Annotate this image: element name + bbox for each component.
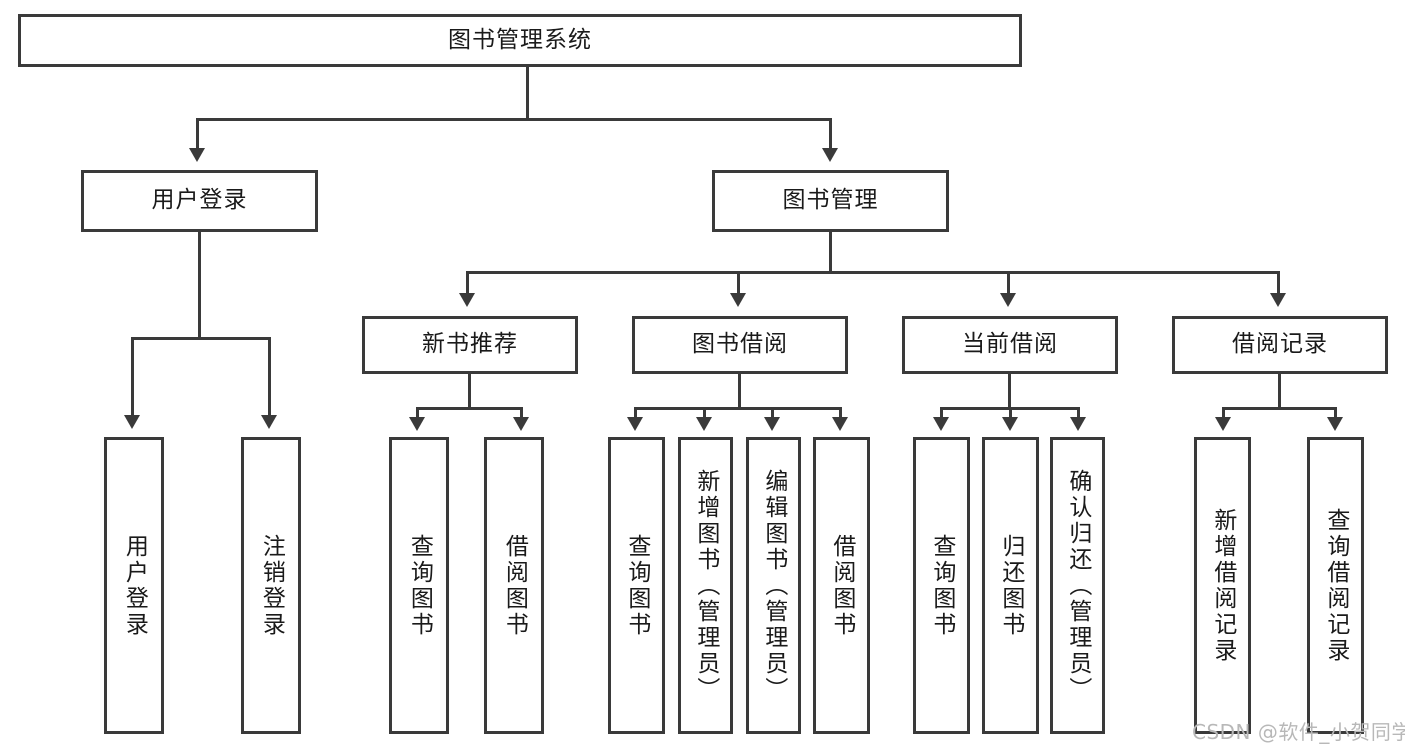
leaf-label: 注销登录 — [258, 533, 285, 638]
arrow-user-login-to-leaf-1 — [124, 415, 140, 429]
edge-user-login-bus — [131, 337, 271, 340]
leaf-current-borrow-return-book[interactable]: 归还图书 — [982, 437, 1039, 734]
edge-bb-to-leaf-1 — [634, 407, 637, 419]
edge-book-management-stem — [829, 232, 832, 274]
edge-root-bus — [196, 118, 832, 121]
edge-new-book-bus — [416, 407, 523, 410]
node-user-login[interactable]: 用户登录 — [81, 170, 318, 232]
arrow-cb-to-leaf-2 — [1002, 417, 1018, 431]
edge-borrow-record-stem — [1278, 374, 1281, 410]
edge-bm-to-current-borrow — [1007, 271, 1010, 295]
arrow-cb-to-leaf-3 — [1070, 417, 1086, 431]
arrow-bm-to-borrow-record — [1270, 293, 1286, 307]
leaf-label: 确认归还（管理员） — [1064, 468, 1091, 703]
leaf-borrow-record-add-record[interactable]: 新增借阅记录 — [1194, 437, 1251, 734]
arrow-root-to-user-login — [189, 148, 205, 162]
leaf-new-book-borrow-book[interactable]: 借阅图书 — [484, 437, 544, 734]
edge-root-to-book-management — [829, 118, 832, 150]
leaf-label: 查询借阅记录 — [1322, 507, 1349, 664]
leaf-new-book-query-book[interactable]: 查询图书 — [389, 437, 449, 734]
node-label: 新书推荐 — [422, 331, 518, 358]
arrow-bb-to-leaf-2 — [696, 417, 712, 431]
leaf-book-borrow-borrow-book[interactable]: 借阅图书 — [813, 437, 870, 734]
edge-user-login-stem — [198, 232, 201, 340]
leaf-label: 新增图书（管理员） — [692, 468, 719, 703]
leaf-label: 用户登录 — [121, 533, 148, 638]
edge-book-borrow-bus — [634, 407, 842, 410]
leaf-label: 归还图书 — [997, 533, 1024, 638]
edge-book-management-bus — [466, 271, 1280, 274]
arrow-bm-to-current-borrow — [1000, 293, 1016, 307]
arrow-bm-to-new-book — [459, 293, 475, 307]
node-current-borrow[interactable]: 当前借阅 — [902, 316, 1118, 374]
edge-user-login-to-leaf-2 — [268, 337, 271, 417]
node-new-book-recommend[interactable]: 新书推荐 — [362, 316, 578, 374]
leaf-label: 借阅图书 — [828, 533, 855, 638]
node-label: 当前借阅 — [962, 331, 1058, 358]
leaf-book-borrow-query-book[interactable]: 查询图书 — [608, 437, 665, 734]
edge-root-to-user-login — [196, 118, 199, 150]
leaf-label: 借阅图书 — [501, 533, 528, 638]
edge-bm-to-borrow-record — [1277, 271, 1280, 295]
edge-root-stem — [526, 67, 529, 120]
leaf-label: 查询图书 — [623, 533, 650, 638]
leaf-label: 新增借阅记录 — [1209, 507, 1236, 664]
arrow-cb-to-leaf-1 — [933, 417, 949, 431]
edge-new-book-to-leaf-2 — [520, 407, 523, 419]
edge-book-borrow-stem — [738, 374, 741, 410]
arrow-new-book-to-leaf-1 — [409, 417, 425, 431]
edge-bb-to-leaf-4 — [839, 407, 842, 419]
edge-bm-to-book-borrow — [737, 271, 740, 295]
arrow-br-to-leaf-2 — [1327, 417, 1343, 431]
leaf-label: 查询图书 — [928, 533, 955, 638]
node-book-management[interactable]: 图书管理 — [712, 170, 949, 232]
edge-bm-to-new-book — [466, 271, 469, 295]
edge-cb-to-leaf-2 — [1009, 407, 1012, 419]
leaf-user-login-logout[interactable]: 注销登录 — [241, 437, 301, 734]
leaf-user-login-login[interactable]: 用户登录 — [104, 437, 164, 734]
arrow-bm-to-book-borrow — [730, 293, 746, 307]
leaf-current-borrow-confirm-return-admin[interactable]: 确认归还（管理员） — [1050, 437, 1105, 734]
node-label: 借阅记录 — [1232, 331, 1328, 358]
edge-br-to-leaf-1 — [1222, 407, 1225, 419]
leaf-current-borrow-query-book[interactable]: 查询图书 — [913, 437, 970, 734]
edge-current-borrow-stem — [1008, 374, 1011, 410]
leaf-label: 查询图书 — [406, 533, 433, 638]
node-label: 用户登录 — [151, 187, 248, 214]
arrow-br-to-leaf-1 — [1215, 417, 1231, 431]
leaf-book-borrow-edit-book-admin[interactable]: 编辑图书（管理员） — [746, 437, 801, 734]
arrow-bb-to-leaf-3 — [764, 417, 780, 431]
node-borrow-record[interactable]: 借阅记录 — [1172, 316, 1388, 374]
csdn-watermark: CSDN @软件_小贺同学 — [1192, 720, 1405, 744]
arrow-user-login-to-leaf-2 — [261, 415, 277, 429]
leaf-borrow-record-query-record[interactable]: 查询借阅记录 — [1307, 437, 1364, 734]
node-label: 图书借阅 — [692, 331, 788, 358]
node-root-book-management-system[interactable]: 图书管理系统 — [18, 14, 1022, 67]
edge-new-book-stem — [468, 374, 471, 410]
node-label: 图书管理系统 — [448, 26, 592, 53]
edge-br-to-leaf-2 — [1334, 407, 1337, 419]
arrow-root-to-book-management — [822, 148, 838, 162]
edge-user-login-to-leaf-1 — [131, 337, 134, 417]
arrow-bb-to-leaf-1 — [627, 417, 643, 431]
node-book-borrow[interactable]: 图书借阅 — [632, 316, 848, 374]
edge-cb-to-leaf-1 — [940, 407, 943, 419]
edge-new-book-to-leaf-1 — [416, 407, 419, 419]
arrow-new-book-to-leaf-2 — [513, 417, 529, 431]
node-label: 图书管理 — [782, 187, 879, 214]
edge-bb-to-leaf-3 — [771, 407, 774, 419]
arrow-bb-to-leaf-4 — [832, 417, 848, 431]
edge-cb-to-leaf-3 — [1077, 407, 1080, 419]
leaf-book-borrow-add-book-admin[interactable]: 新增图书（管理员） — [678, 437, 733, 734]
edge-bb-to-leaf-2 — [703, 407, 706, 419]
edge-borrow-record-bus — [1222, 407, 1337, 410]
leaf-label: 编辑图书（管理员） — [760, 468, 787, 703]
